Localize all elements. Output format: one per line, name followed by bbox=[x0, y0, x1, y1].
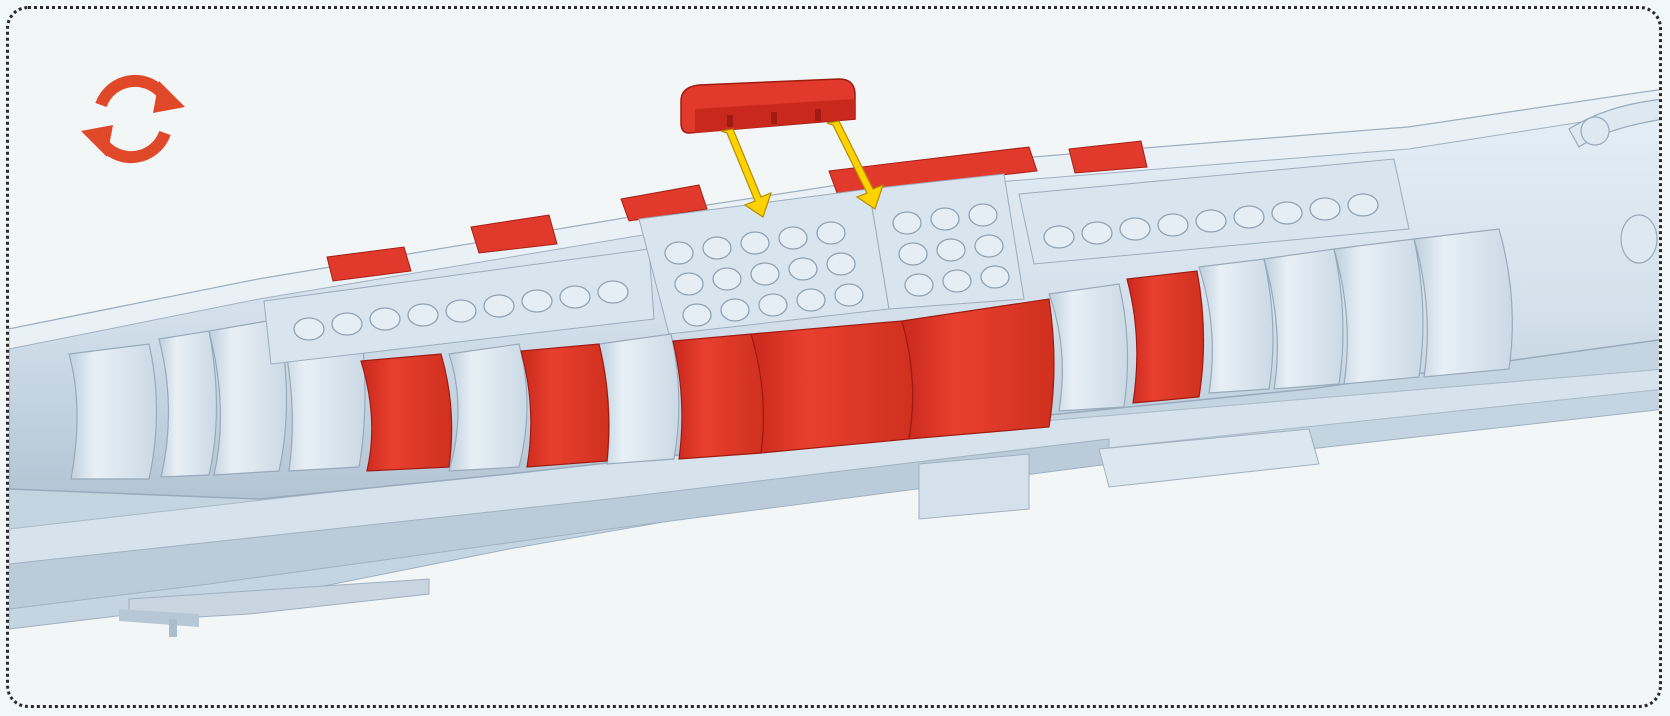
rotate-model-icon bbox=[73, 59, 193, 179]
instruction-panel bbox=[6, 6, 1662, 708]
new-red-piece bbox=[681, 79, 855, 133]
model-scene bbox=[9, 9, 1662, 708]
